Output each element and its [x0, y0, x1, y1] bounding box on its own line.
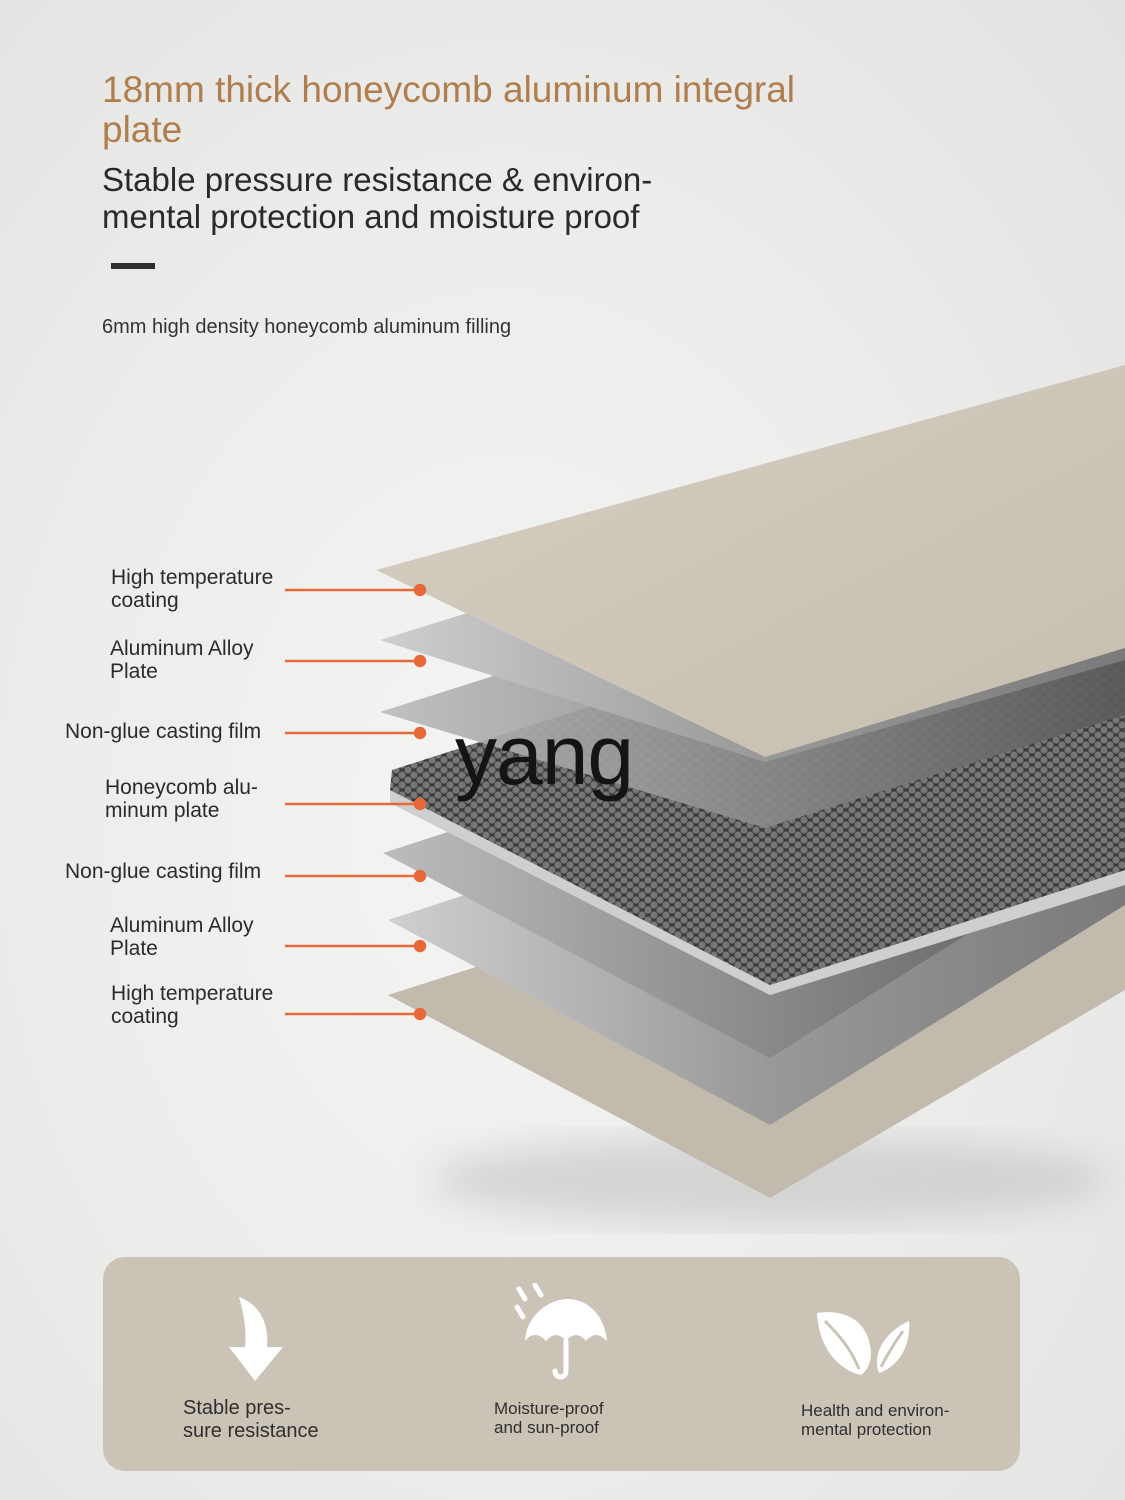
- down-arrow-icon: [229, 1297, 283, 1381]
- leader-dot-1: [413, 583, 427, 597]
- page-title: 18mm thick honeycomb aluminum integral p…: [102, 69, 796, 150]
- page-subtitle: Stable pressure resistance & environ- me…: [102, 161, 653, 235]
- layer-label-1: High temperature coating: [111, 566, 274, 612]
- watermark: yang: [455, 708, 634, 802]
- umbrella-icon: [514, 1283, 607, 1380]
- feature-label-health: Health and environ- mental protection: [801, 1401, 950, 1439]
- feature-bar: Stable pres- sure resistance Moisture-pr…: [103, 1257, 1020, 1471]
- layer-label-4: Honeycomb alu- minum plate: [105, 776, 258, 822]
- layer-label-2: Aluminum Alloy Plate: [110, 637, 254, 683]
- leader-dot-6: [413, 939, 427, 953]
- leader-dot-4: [413, 797, 427, 811]
- layer-top-coating: [376, 365, 1125, 757]
- layer-label-5: Non-glue casting film: [65, 860, 262, 883]
- leader-dot-5: [413, 869, 427, 883]
- feature-label-moisture: Moisture-proof and sun-proof: [494, 1399, 604, 1437]
- layer-label-7: High temperature coating: [111, 982, 274, 1028]
- layer-label-3: Non-glue casting film: [65, 720, 262, 743]
- leader-dot-7: [413, 1007, 427, 1021]
- title-divider: [111, 263, 155, 269]
- layer-diagram: [285, 365, 1125, 1225]
- layer-label-6: Aluminum Alloy Plate: [110, 914, 254, 960]
- leaf-icon: [817, 1312, 910, 1375]
- filling-note: 6mm high density honeycomb aluminum fill…: [102, 316, 512, 338]
- feature-label-pressure: Stable pres- sure resistance: [183, 1397, 319, 1442]
- leader-dot-2: [413, 654, 427, 668]
- leader-dot-3: [413, 726, 427, 740]
